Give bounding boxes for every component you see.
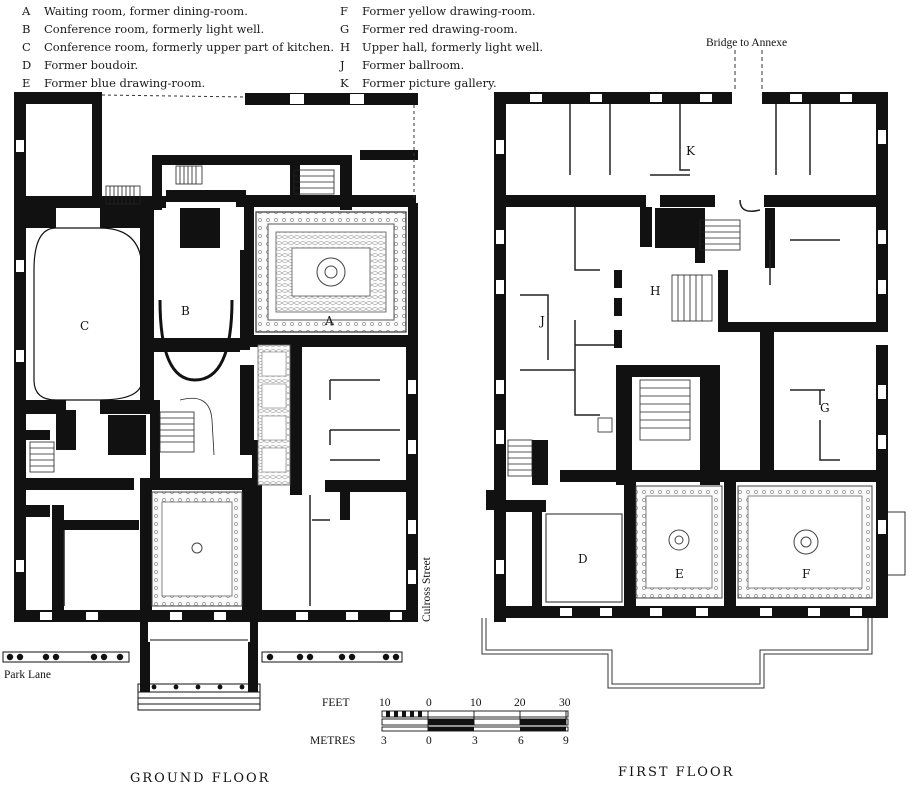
feet-label: FEET — [322, 697, 349, 709]
room-label-g: G — [820, 401, 830, 415]
park-lane-railing — [2, 622, 403, 711]
room-label-e: E — [675, 567, 684, 581]
metres-tick: 9 — [563, 735, 569, 747]
room-label-k: K — [686, 144, 696, 158]
bridge-label: Bridge to Annexe — [706, 37, 787, 49]
room-label-f: F — [802, 567, 810, 581]
feet-tick: 0 — [426, 697, 432, 709]
room-label-j: J — [538, 314, 545, 328]
first-floor-plan — [481, 50, 906, 689]
room-label-c: C — [80, 319, 89, 333]
room-label-a: A — [324, 314, 334, 328]
metres-tick: 3 — [472, 735, 478, 747]
room-label-d: D — [578, 552, 588, 566]
room-labels: A B C D E F G H J K — [80, 144, 830, 581]
room-label-b: B — [181, 304, 190, 318]
ground-floor-plan — [14, 92, 418, 622]
first-floor-caption: FIRST FLOOR — [618, 765, 734, 780]
feet-tick: 30 — [559, 697, 571, 709]
culross-street-label: Culross Street — [421, 556, 433, 622]
feet-tick: 10 — [470, 697, 482, 709]
feet-tick: 20 — [514, 697, 526, 709]
room-label-h: H — [650, 284, 660, 298]
ground-floor-caption: GROUND FLOOR — [130, 771, 270, 786]
metres-tick: 3 — [381, 735, 387, 747]
metres-tick: 0 — [426, 735, 432, 747]
park-lane-label: Park Lane — [4, 669, 51, 681]
feet-tick: 10 — [379, 697, 391, 709]
metres-tick: 6 — [518, 735, 524, 747]
scale-bar: FEET METRES 10 0 10 20 30 3 0 3 6 9 — [310, 697, 571, 747]
metres-label: METRES — [310, 735, 355, 747]
